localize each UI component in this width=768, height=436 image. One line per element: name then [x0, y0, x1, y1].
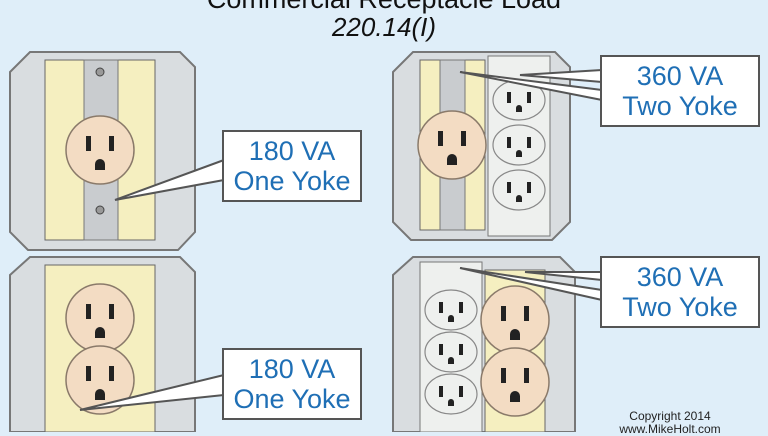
callout-va: 180 VA	[248, 136, 336, 166]
callout-top-right: 360 VA Two Yoke	[600, 55, 760, 127]
callout-va: 360 VA	[636, 262, 724, 292]
callout-yoke: One Yoke	[233, 166, 351, 196]
diagram-title: Commercial Receptacle Load	[0, 0, 768, 14]
box-single-receptacle	[9, 51, 196, 251]
callout-yoke: One Yoke	[233, 384, 351, 414]
callout-bottom-left: 180 VA One Yoke	[222, 348, 362, 420]
copyright-line: Copyright 2014	[629, 409, 711, 423]
box-two-yoke-duplex	[392, 256, 576, 432]
callout-va: 180 VA	[248, 354, 336, 384]
callout-bottom-right: 360 VA Two Yoke	[600, 256, 760, 328]
callout-pointers	[79, 69, 603, 411]
callout-yoke: Two Yoke	[622, 91, 738, 121]
callout-yoke: Two Yoke	[622, 292, 738, 322]
callout-va: 360 VA	[636, 61, 724, 91]
copyright: Copyright 2014 www.MikeHolt.com	[600, 410, 740, 436]
callout-top-left: 180 VA One Yoke	[222, 130, 362, 202]
diagram-subtitle: 220.14(I)	[331, 12, 437, 42]
box-two-yoke-receptacles	[392, 51, 571, 241]
box-duplex-receptacle	[9, 256, 196, 432]
copyright-url: www.MikeHolt.com	[619, 422, 721, 436]
